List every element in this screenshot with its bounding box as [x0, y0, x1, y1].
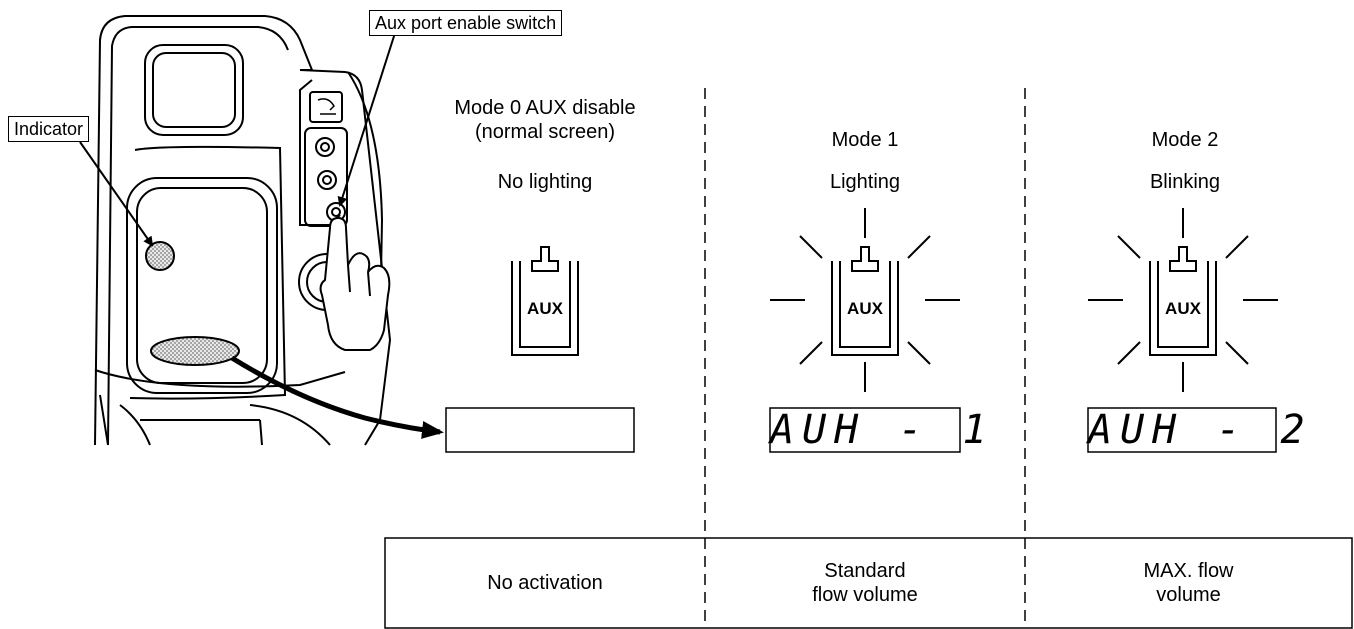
aux-icon-label: AUX: [527, 299, 563, 318]
aux-icon: [511, 246, 579, 356]
aux-icon: [1149, 246, 1217, 356]
mode-2-state: Blinking: [1149, 171, 1221, 193]
mode-2-title: Mode 2: [1151, 129, 1219, 151]
monitor-display-box: [769, 407, 961, 453]
display-pointer-arrow: [230, 355, 444, 439]
aux-icon-label: AUX: [1165, 299, 1201, 318]
monitor-display-box: [445, 407, 635, 453]
mode-1-result: Standard flow volume: [705, 538, 1025, 628]
monitor-display-box: [1087, 407, 1277, 453]
mode-1-display-text: AUH - 1: [770, 407, 995, 453]
switch-callout-arrow: [337, 32, 396, 207]
mode-1-result-text: Standard flow volume: [812, 560, 918, 606]
finger-hand: [319, 216, 391, 351]
mode-1-title: Mode 1: [831, 129, 899, 151]
mode-2-result-text: MAX. flow volume: [1143, 560, 1234, 606]
mode-0-state: No lighting: [497, 171, 593, 193]
mode-1-state: Lighting: [829, 171, 901, 193]
switch-callout-label: Aux port enable switch: [369, 10, 563, 36]
aux-icon: [831, 246, 899, 356]
indicator-callout-label: Indicator: [8, 116, 90, 142]
indicator-lamp: [145, 241, 175, 271]
aux-icon-label: AUX: [847, 299, 883, 318]
mode-2-display-text: AUH - 2: [1088, 407, 1313, 453]
lighting-rays: [770, 208, 960, 392]
blinking-rays: [1088, 208, 1278, 392]
mode-2-result: MAX. flow volume: [1025, 538, 1352, 628]
display-window: [150, 336, 240, 366]
result-table-frame: [384, 537, 1353, 629]
mode-0-result: No activation: [385, 538, 705, 628]
mode-0-display-text: [446, 408, 634, 452]
mode-0-result-text: No activation: [487, 572, 603, 594]
mode-0-title: Mode 0 AUX disable (normal screen): [454, 97, 636, 143]
indicator-callout-arrow: [79, 141, 154, 247]
control-console: [94, 15, 392, 446]
